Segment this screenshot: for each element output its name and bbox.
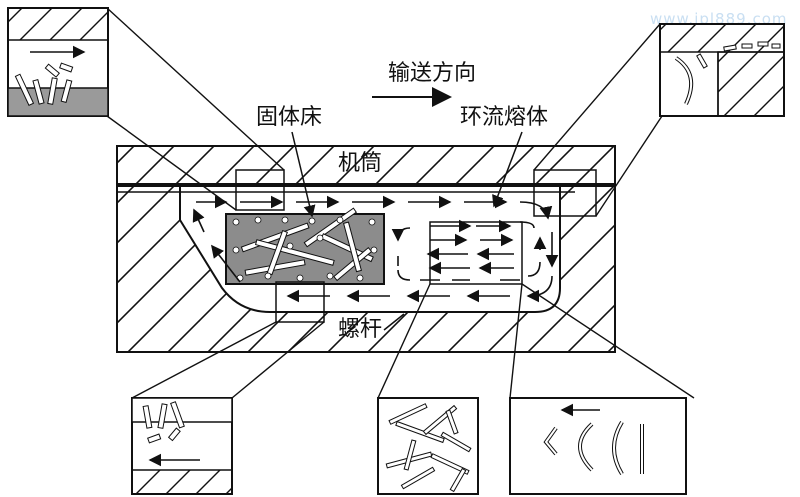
inset-solid-conveying bbox=[7, 7, 109, 117]
callout-box-top-left bbox=[235, 169, 285, 211]
recirculating-melt-label: 环流熔体 bbox=[460, 105, 548, 130]
solid-bed-label: 固体床 bbox=[256, 105, 322, 130]
barrel-label: 机筒 bbox=[338, 151, 382, 176]
callout-box-top-right bbox=[533, 169, 597, 217]
inset-curved-fibers bbox=[509, 397, 687, 495]
barrel-screw-section bbox=[116, 145, 616, 353]
recirculating-melt-pointer bbox=[492, 131, 523, 208]
screw-label: 螺杆 bbox=[338, 317, 382, 342]
solid-bed-particles bbox=[232, 216, 378, 282]
callout-box-bottom-left bbox=[275, 281, 325, 323]
recirculation-zone bbox=[429, 221, 523, 285]
flow-arrows bbox=[192, 195, 559, 303]
inset-melt-film bbox=[659, 23, 785, 117]
callout-leaders bbox=[106, 7, 695, 399]
screw-pointer bbox=[383, 313, 405, 331]
barrel-wall bbox=[116, 145, 616, 185]
inset-fiber-network bbox=[377, 397, 479, 495]
solid-bed-pointer bbox=[291, 131, 316, 218]
inset-fiber-orientation bbox=[131, 397, 233, 495]
conveying-direction-label: 输送方向 bbox=[388, 61, 476, 86]
